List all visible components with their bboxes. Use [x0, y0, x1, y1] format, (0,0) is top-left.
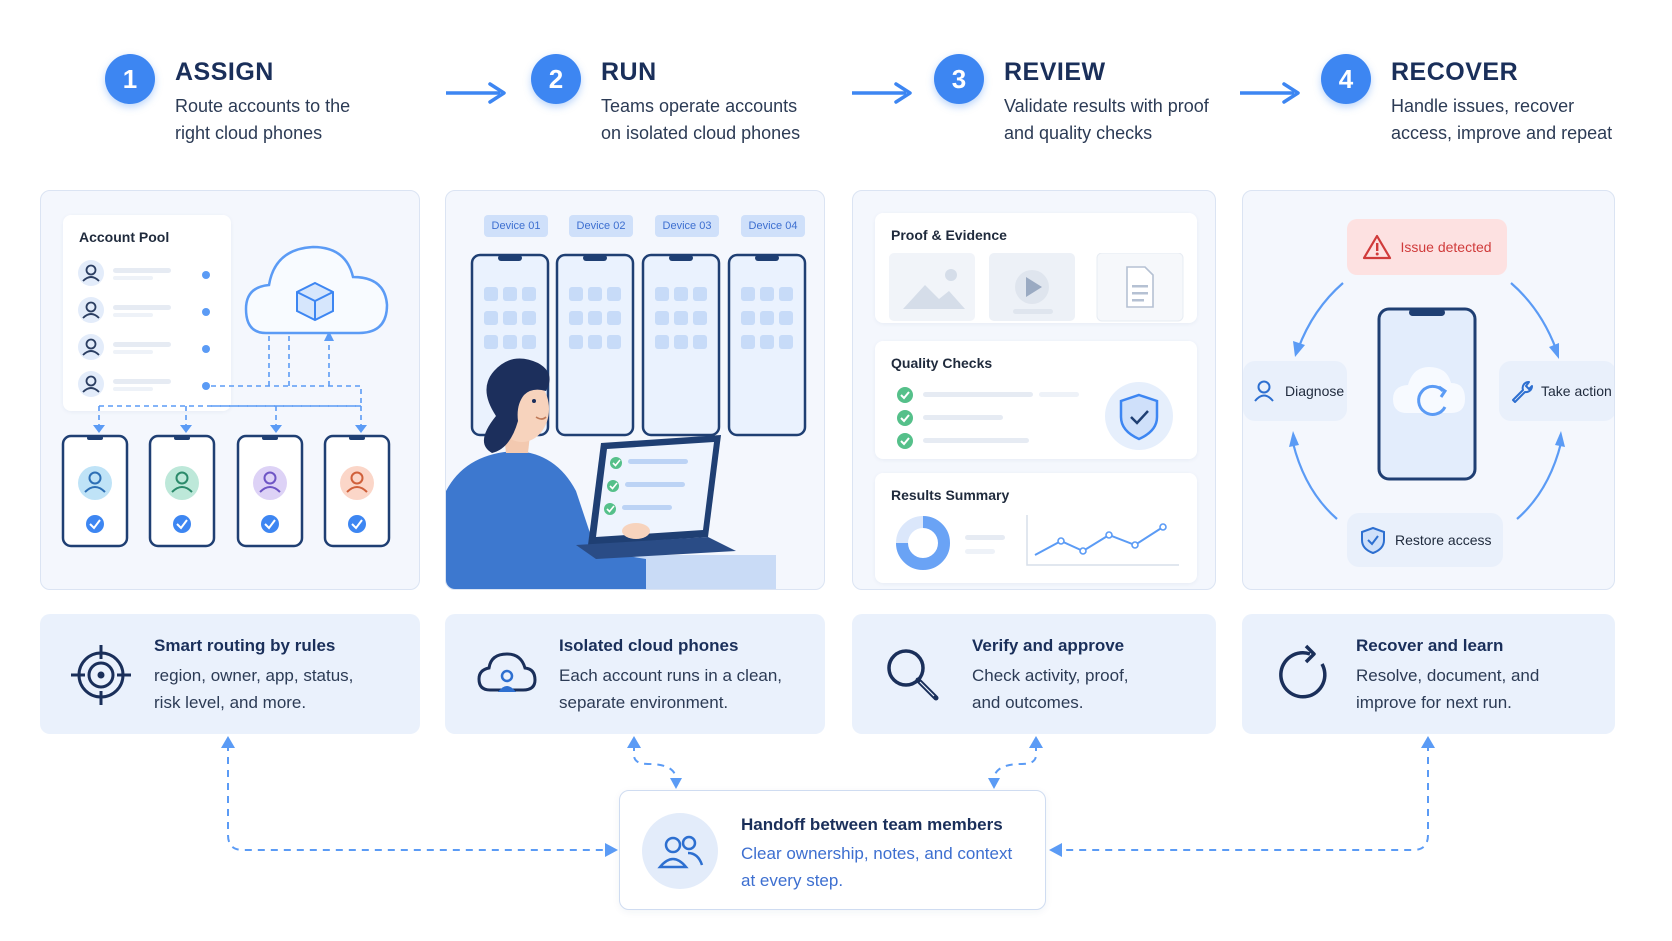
step-number: 1	[105, 54, 155, 104]
quality-title: Quality Checks	[891, 355, 993, 371]
cloud-phone-screen	[641, 253, 721, 437]
cloud-phone-screen	[727, 253, 807, 437]
feature-title: Verify and approve	[972, 636, 1125, 655]
step-desc-line: right cloud phones	[175, 123, 323, 143]
laptop-icon	[576, 435, 736, 559]
user-icon	[78, 297, 171, 323]
feature-title: Smart routing by rules	[154, 636, 336, 655]
check-icon	[897, 410, 913, 426]
team-icon	[642, 813, 718, 889]
phone-icon	[323, 434, 391, 548]
arrow-right-icon	[852, 82, 912, 104]
cloud-icon	[244, 245, 389, 335]
arrow-right-icon	[1240, 82, 1300, 104]
feature-smart-routing: Smart routing by rules region, owner, ap…	[40, 614, 420, 734]
results-title: Results Summary	[891, 487, 1010, 503]
step-title: ASSIGN	[175, 58, 274, 86]
assign-panel: Account Pool	[40, 190, 420, 590]
magnifier-icon	[887, 649, 939, 701]
device-tag: Device 03	[655, 215, 719, 237]
step-title: RUN	[601, 58, 657, 86]
feature-desc: Each account runs in a clean, separate e…	[559, 666, 783, 712]
arrow-right-icon	[446, 82, 506, 104]
feature-desc: Check activity, proof, and outcomes.	[972, 666, 1129, 712]
phone-icon	[148, 434, 216, 548]
issue-detected-badge: Issue detected	[1347, 219, 1507, 275]
diagnose-label: Diagnose	[1285, 383, 1345, 399]
feature-recover: Recover and learn Resolve, document, and…	[1242, 614, 1615, 734]
check-icon	[897, 387, 913, 403]
document-icon	[1096, 253, 1184, 322]
proof-title: Proof & Evidence	[891, 227, 1007, 243]
account-list	[78, 260, 171, 397]
feature-desc: Resolve, document, and improve for next …	[1356, 666, 1540, 712]
phone-icon	[236, 434, 304, 548]
user-icon	[78, 260, 171, 286]
proof-card: Proof & Evidence	[875, 213, 1197, 323]
refresh-icon	[1279, 644, 1327, 699]
step-number: 4	[1321, 54, 1371, 104]
feature-title: Recover and learn	[1356, 636, 1504, 655]
step-desc-line: on isolated cloud phones	[601, 123, 801, 143]
step-desc-line: access, improve and repeat	[1391, 123, 1613, 143]
routing-diagram	[61, 245, 391, 548]
device-tag: Device 04	[741, 215, 805, 237]
user-icon	[78, 371, 171, 397]
device-tag: Device 02	[569, 215, 633, 237]
handoff-card: Handoff between team members Clear owner…	[619, 790, 1046, 910]
take-action-step: Take action	[1499, 361, 1614, 421]
recovery-cycle	[1289, 282, 1565, 520]
step-assign: 1 ASSIGN Route accounts to the right clo…	[105, 54, 350, 147]
account-pool-title: Account Pool	[79, 229, 170, 245]
step-desc-line: and quality checks	[1004, 123, 1153, 143]
user-icon	[78, 334, 171, 360]
restore-access-label: Restore access	[1395, 532, 1492, 548]
quality-card: Quality Checks	[875, 341, 1197, 459]
step-number: 3	[934, 54, 984, 104]
restore-access-step: Restore access	[1347, 513, 1503, 567]
shield-check-icon	[1105, 382, 1173, 450]
phone-icon	[1377, 307, 1477, 481]
target-icon	[71, 645, 131, 705]
line-chart-icon	[1026, 515, 1179, 566]
image-icon	[889, 253, 975, 321]
step-title: REVIEW	[1004, 58, 1106, 86]
device-tag: Device 01	[484, 215, 548, 237]
video-icon	[989, 253, 1075, 321]
step-run: 2 RUN Teams operate accounts on isolated…	[531, 54, 800, 147]
handoff-desc: Clear ownership, notes, and context at e…	[741, 844, 1013, 890]
step-title: RECOVER	[1391, 58, 1519, 86]
run-illustration	[446, 253, 807, 589]
take-action-label: Take action	[1541, 383, 1612, 399]
phone-icon	[61, 434, 129, 548]
check-icon	[897, 433, 913, 449]
shield-check-icon	[1361, 526, 1385, 554]
results-card: Results Summary	[875, 473, 1197, 583]
wrench-icon	[1512, 381, 1534, 403]
feature-isolated-phones: Isolated cloud phones Each account runs …	[445, 614, 825, 734]
diagnose-step: Diagnose	[1243, 361, 1347, 421]
recover-panel: Issue detected Diagnose Take action Rest…	[1242, 190, 1615, 590]
warning-icon	[1363, 234, 1392, 260]
step-desc-line: Validate results with proof	[1004, 96, 1209, 116]
cloud-phone-screen	[555, 253, 635, 437]
feature-verify: Verify and approve Check activity, proof…	[852, 614, 1216, 734]
review-panel: Proof & Evidence Quality Checks Results …	[852, 190, 1216, 590]
step-review: 3 REVIEW Validate results with proof and…	[934, 54, 1209, 147]
donut-chart-icon	[896, 516, 950, 570]
step-number: 2	[531, 54, 581, 104]
handoff-title: Handoff between team members	[741, 815, 1003, 834]
feature-desc: region, owner, app, status, risk level, …	[154, 666, 354, 712]
step-desc-line: Route accounts to the	[175, 96, 351, 116]
step-desc-line: Handle issues, recover	[1391, 96, 1575, 116]
step-desc-line: Teams operate accounts	[601, 96, 798, 116]
step-recover: 4 RECOVER Handle issues, recover access,…	[1321, 54, 1612, 147]
run-panel: Device 01 Device 02 Device 03 Device 04	[445, 190, 825, 590]
cloud-user-icon	[477, 652, 537, 692]
feature-title: Isolated cloud phones	[559, 636, 739, 655]
user-search-icon	[1254, 380, 1274, 402]
issue-detected-label: Issue detected	[1400, 239, 1492, 255]
